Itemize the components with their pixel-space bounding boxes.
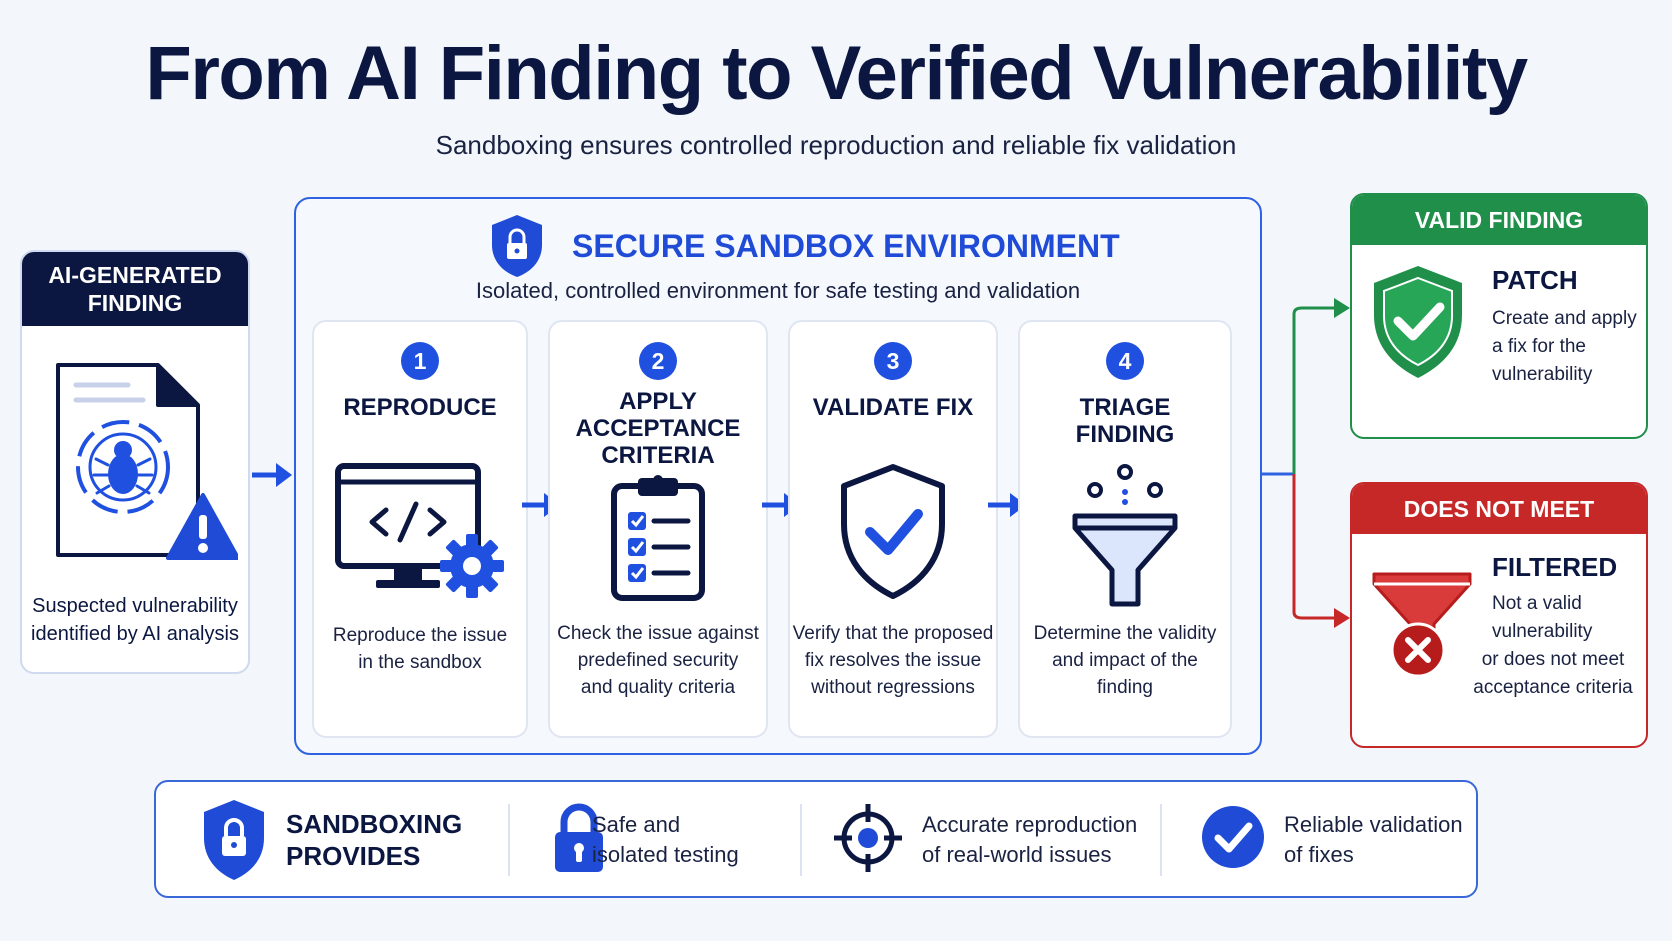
step-desc-line1: Check the issue against — [557, 623, 759, 644]
provides-item-validation: Reliable validation of fixes — [1284, 810, 1463, 870]
reject-desc-line4: acceptance criteria — [1473, 677, 1633, 698]
provides-title: SANDBOXING PROVIDES — [286, 808, 462, 872]
provides-title-line2: PROVIDES — [286, 841, 421, 871]
does-not-meet-criteria-card: DOES NOT MEET CRITERIA FILTERED Not a va… — [1350, 482, 1648, 748]
reject-desc-line1: Not a valid — [1492, 593, 1582, 614]
divider — [1160, 804, 1162, 876]
step-desc-line2: in the sandbox — [358, 652, 482, 673]
reject-title: FILTERED — [1492, 552, 1618, 582]
provides-item-line2: isolated testing — [592, 842, 739, 867]
step-title-line3: CRITERIA — [601, 442, 715, 469]
shield-lock-icon — [204, 800, 264, 880]
reject-desc: Not a valid vulnerability or does not me… — [1462, 590, 1644, 702]
funnel-icon — [1072, 464, 1178, 607]
valid-finding-card: VALID FINDING PATCH Create and apply a f… — [1350, 193, 1648, 439]
ai-finding-header: AI-GENERATED FINDING — [22, 252, 248, 326]
provides-item-reproduction: Accurate reproduction of real-world issu… — [922, 810, 1137, 870]
step-title-line2: FINDING — [1075, 421, 1175, 448]
padlock-icon — [555, 803, 603, 872]
page-subtitle: Sandboxing ensures controlled reproducti… — [435, 130, 1237, 160]
step-validate-fix: 3 VALIDATE FIX Verify that the proposed … — [788, 320, 998, 738]
step-title-line2: ACCEPTANCE — [575, 415, 741, 442]
valid-desc-line2: a fix for the — [1492, 336, 1586, 357]
step-title-line1: VALIDATE FIX — [812, 394, 974, 421]
red-funnel-x-icon — [1372, 572, 1472, 678]
step-desc-line3: finding — [1097, 677, 1153, 698]
step-desc-line2: predefined security — [577, 650, 739, 671]
reject-desc-line2: vulnerability — [1492, 621, 1593, 642]
provides-item-line1: Accurate reproduction — [922, 812, 1138, 837]
sandbox-title: SECURE SANDBOX ENVIRONMENT — [572, 228, 1120, 264]
step-title-line1: TRIAGE — [1079, 394, 1171, 421]
arrow-right-icon — [252, 463, 292, 487]
step-title-line1: APPLY — [619, 388, 697, 415]
step-desc: Determine the validity and impact of the… — [1020, 620, 1230, 701]
green-shield-check-icon — [1374, 266, 1462, 378]
shield-lock-icon — [492, 215, 542, 277]
step-title: TRIAGE FINDING — [1020, 394, 1230, 448]
divider — [508, 804, 510, 876]
step-desc-line1: Verify that the proposed — [792, 623, 994, 644]
step-number: 1 — [401, 342, 439, 380]
clipboard-checklist-icon — [611, 475, 705, 601]
step-desc-line2: and impact of the — [1052, 650, 1198, 671]
bug-document-icon — [56, 363, 238, 560]
reject-header: DOES NOT MEET CRITERIA — [1352, 484, 1646, 572]
step-title: VALIDATE FIX — [790, 394, 996, 421]
step-number: 4 — [1106, 342, 1144, 380]
sandbox-desc: Isolated, controlled environment for saf… — [475, 278, 1081, 303]
step-apply-criteria: 2 APPLY ACCEPTANCE CRITERIA Check the is… — [548, 320, 768, 738]
step-title: APPLY ACCEPTANCE CRITERIA — [550, 388, 766, 469]
valid-desc-line1: Create and apply — [1492, 308, 1637, 329]
ai-finding-desc-line2: identified by AI analysis — [31, 623, 239, 645]
step-desc-line3: and quality criteria — [580, 677, 736, 698]
divider — [800, 804, 802, 876]
sandboxing-provides-bar: SANDBOXING PROVIDES Safe and isolated te… — [154, 780, 1478, 898]
provides-item-line2: of real-world issues — [922, 842, 1112, 867]
valid-finding-header: VALID FINDING — [1352, 195, 1646, 245]
ai-finding-header-line1: AI-GENERATED — [48, 262, 222, 288]
step-desc: Check the issue against predefined secur… — [550, 620, 766, 701]
provides-item-line2: of fixes — [1284, 842, 1354, 867]
shield-check-icon — [841, 464, 945, 599]
step-desc: Reproduce the issue in the sandbox — [314, 622, 526, 676]
ai-finding-desc: Suspected vulnerability identified by AI… — [22, 592, 248, 648]
ai-finding-card: AI-GENERATED FINDING Suspected vulnerabi… — [20, 250, 250, 674]
branch-connector — [1262, 298, 1350, 628]
ai-finding-desc-line1: Suspected vulnerability — [32, 595, 238, 617]
provides-title-line1: SANDBOXING — [286, 809, 463, 839]
page-title: From AI Finding to Verified Vulnerabilit… — [145, 31, 1528, 116]
provides-item-safe: Safe and isolated testing — [592, 810, 739, 870]
step-number: 3 — [874, 342, 912, 380]
step-title: REPRODUCE — [314, 394, 526, 421]
provides-item-line1: Safe and — [592, 812, 681, 837]
step-title-line1: REPRODUCE — [343, 394, 497, 421]
valid-desc: Create and apply a fix for the vulnerabi… — [1492, 305, 1637, 389]
step-desc-line1: Determine the validity — [1033, 623, 1217, 644]
step-desc-line3: without regressions — [811, 677, 975, 698]
step-desc: Verify that the proposed fix resolves th… — [790, 620, 996, 701]
step-desc-line1: Reproduce the issue — [332, 625, 508, 646]
crosshair-target-icon — [834, 804, 902, 872]
step-desc-line2: fix resolves the issue — [804, 650, 982, 671]
step-triage-finding: 4 TRIAGE FINDING Determine the validity … — [1018, 320, 1232, 738]
step-number: 2 — [639, 342, 677, 380]
step-reproduce: 1 REPRODUCE Reproduce the i — [312, 320, 528, 738]
check-circle-icon — [1202, 806, 1264, 868]
valid-title: PATCH — [1492, 265, 1578, 295]
ai-finding-header-line2: FINDING — [87, 290, 183, 316]
valid-desc-line3: vulnerability — [1492, 364, 1593, 385]
provides-item-line1: Reliable validation — [1284, 812, 1463, 837]
monitor-code-gear-icon — [335, 463, 504, 598]
reject-desc-line3: or does not meet — [1481, 649, 1625, 670]
